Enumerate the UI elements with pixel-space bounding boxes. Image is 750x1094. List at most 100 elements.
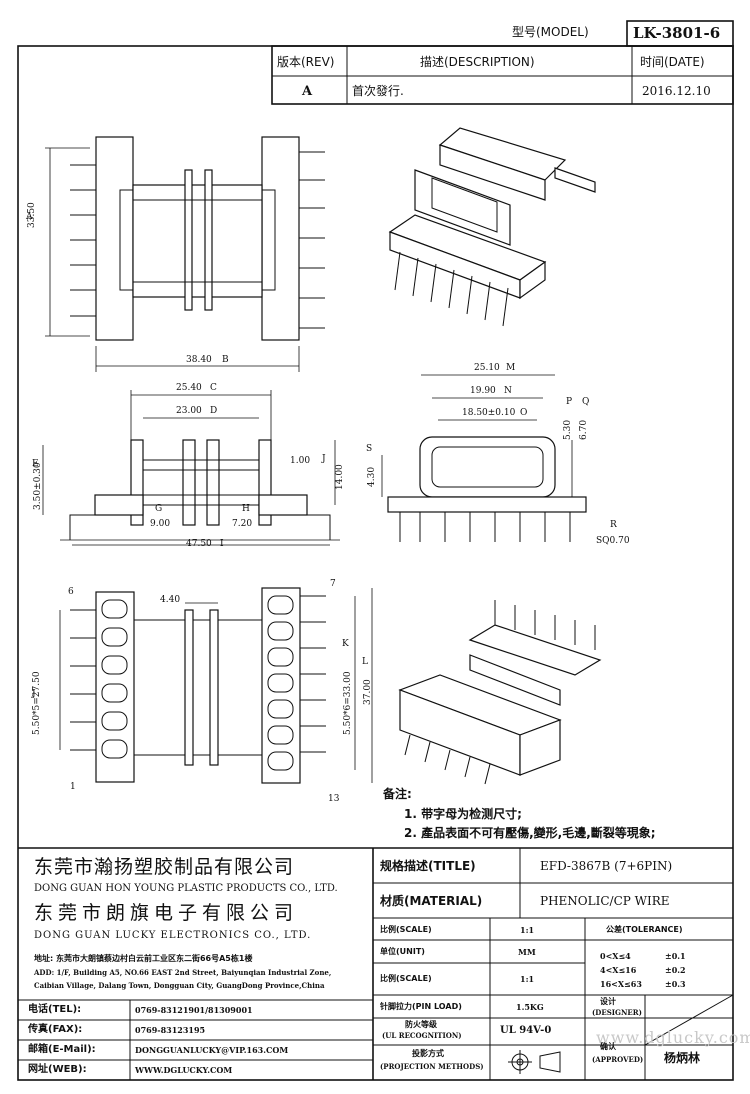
dim-bot-l: 37.00 xyxy=(363,679,373,705)
dim-side-height: 33.50 xyxy=(27,202,37,228)
unit-value: MM xyxy=(518,947,536,957)
rev-cell: A xyxy=(302,84,313,99)
notes-title: 备注: xyxy=(383,787,412,801)
dim-front-14: 14.00 xyxy=(335,464,345,490)
dim-end-m: 25.10 xyxy=(474,363,500,373)
title-label: 规格描述(TITLE) xyxy=(380,859,476,873)
scale2-value: 1:1 xyxy=(520,974,535,984)
dim-tag-q: Q xyxy=(582,397,590,407)
dim-tag-c: C xyxy=(210,383,217,393)
note-item-2: 2. 產品表面不可有壓傷,變形,毛邊,斷裂等現象; xyxy=(404,826,656,840)
email-value[interactable]: DONGGUANLUCKY@VIP.163.COM xyxy=(135,1045,289,1055)
fax-value: 0769-83123195 xyxy=(135,1025,206,1035)
dim-tag-b: B xyxy=(222,355,229,365)
bottom-view xyxy=(59,587,373,784)
web-value[interactable]: WWW.DGLUCKY.COM xyxy=(135,1065,233,1075)
dim-tag-k: K xyxy=(342,639,349,649)
tol-value-2: ±0.2 xyxy=(665,965,686,975)
approved-label-en: (APPROVED) xyxy=(592,1055,644,1064)
dim-tag-a: A xyxy=(26,212,33,222)
title-value: EFD-3867B (7+6PIN) xyxy=(540,859,673,873)
dim-front-f: 1.00 xyxy=(290,456,311,466)
date-col-header: 时间(DATE) xyxy=(640,55,705,69)
pin-7-label: 7 xyxy=(330,579,336,589)
scale-value: 1:1 xyxy=(520,925,535,935)
dim-front-e: 3.50±0.30 xyxy=(33,462,43,510)
dim-end-s: 4.30 xyxy=(367,466,377,487)
address-en-1: ADD: 1/F, Building A5, NO.66 EAST 2nd St… xyxy=(34,968,332,977)
pin-6-label: 6 xyxy=(68,587,74,597)
dim-tag-l: L xyxy=(362,657,368,667)
rev-col-header: 版本(REV) xyxy=(277,55,335,69)
dim-front-h: 7.20 xyxy=(232,519,253,529)
desc-cell: 首次發行. xyxy=(352,84,404,98)
fax-label: 传真(FAX): xyxy=(28,1024,83,1035)
tol-range-2: 4<X≤16 xyxy=(600,965,637,975)
material-value: PHENOLIC/CP WIRE xyxy=(540,894,670,908)
scale-label: 比例(SCALE) xyxy=(380,925,432,934)
address-cn: 地址: 东莞市大朗镇蔡边村白云前工业区东二街66号A5栋1楼 xyxy=(34,954,253,963)
side-view xyxy=(45,136,325,372)
ul-label-en: (UL RECOGNITION) xyxy=(382,1031,462,1040)
dim-front-c: 25.40 xyxy=(176,383,202,393)
tolerance-label: 公差(TOLERANCE) xyxy=(606,925,683,934)
scale2-label: 比例(SCALE) xyxy=(380,974,432,983)
designer-label-cn: 设计 xyxy=(600,997,616,1006)
dim-end-r: SQ0.70 xyxy=(596,536,630,546)
title-block-lines xyxy=(18,847,734,1080)
dim-end-n: 19.90 xyxy=(470,386,496,396)
model-label: 型号(MODEL) xyxy=(512,25,589,39)
unit-label: 单位(UNIT) xyxy=(380,947,425,956)
pin-1-label: 1 xyxy=(70,782,76,792)
email-label: 邮箱(E-Mail): xyxy=(28,1044,96,1055)
dim-bot-left: 5.50*5=27.50 xyxy=(32,671,42,735)
tel-label: 电话(TEL): xyxy=(28,1004,82,1015)
front-view xyxy=(42,390,340,546)
dim-tag-e: E xyxy=(32,459,39,469)
desc-col-header: 描述(DESCRIPTION) xyxy=(420,55,535,69)
date-cell: 2016.12.10 xyxy=(642,84,711,98)
watermark: www.dglucky.com xyxy=(596,1028,750,1047)
dim-end-p: 5.30 xyxy=(563,419,573,440)
dim-front-d: 23.00 xyxy=(176,406,202,416)
address-en-2: Caibian Village, Dalang Town, Dongguan C… xyxy=(34,981,325,990)
tel-value: 0769-83121901/81309001 xyxy=(135,1005,253,1015)
company-name-1-cn: 东莞市瀚扬塑胶制品有限公司 xyxy=(34,856,295,878)
dim-tag-j-bottom: J xyxy=(32,689,36,699)
dim-tag-p: P xyxy=(566,397,573,407)
model-value: LK-3801-6 xyxy=(633,24,721,42)
approved-label-cn: 确认 xyxy=(600,1042,616,1051)
isometric-view-bottom xyxy=(398,600,602,785)
dim-tag-h: H xyxy=(242,504,250,514)
dim-side-width: 38.40 xyxy=(186,355,212,365)
dim-tag-g: G xyxy=(155,504,163,514)
proj-label-cn: 投影方式 xyxy=(412,1049,444,1058)
proj-label-en: (PROJECTION METHODS) xyxy=(380,1062,484,1071)
ul-value: UL 94V-0 xyxy=(500,1025,552,1036)
revision-table-lines xyxy=(271,45,734,105)
tol-value-3: ±0.3 xyxy=(665,979,686,989)
designer-label-en: (DESIGNER) xyxy=(592,1008,642,1017)
pinload-label: 针脚拉力(PIN LOAD) xyxy=(380,1002,462,1011)
dim-tag-n: N xyxy=(504,386,512,396)
dim-tag-r: R xyxy=(610,520,617,530)
dim-tag-o: O xyxy=(520,408,528,418)
company-name-2-en: DONG GUAN LUCKY ELECTRONICS CO., LTD. xyxy=(34,930,312,941)
dim-front-g: 9.00 xyxy=(150,519,171,529)
company-name-2-cn: 东莞市朗旗电子有限公司 xyxy=(34,902,299,924)
end-view xyxy=(381,374,587,542)
tol-value-1: ±0.1 xyxy=(665,951,686,961)
tol-range-3: 16<X≤63 xyxy=(600,979,642,989)
web-label: 网址(WEB): xyxy=(28,1064,87,1075)
projection-symbol-icon xyxy=(505,1050,570,1074)
isometric-view-top xyxy=(388,127,596,327)
dim-end-q: 6.70 xyxy=(579,419,589,440)
dim-tag-m: M xyxy=(506,363,516,373)
dim-bot-top: 4.40 xyxy=(160,595,181,605)
dim-front-total: 47.50 xyxy=(186,539,212,549)
approved-value: 杨炳林 xyxy=(664,1051,701,1065)
dim-tag-j-front: J xyxy=(322,454,326,464)
company-name-1-en: DONG GUAN HON YOUNG PLASTIC PRODUCTS CO.… xyxy=(34,883,338,894)
ul-label-cn: 防火等级 xyxy=(405,1020,437,1029)
